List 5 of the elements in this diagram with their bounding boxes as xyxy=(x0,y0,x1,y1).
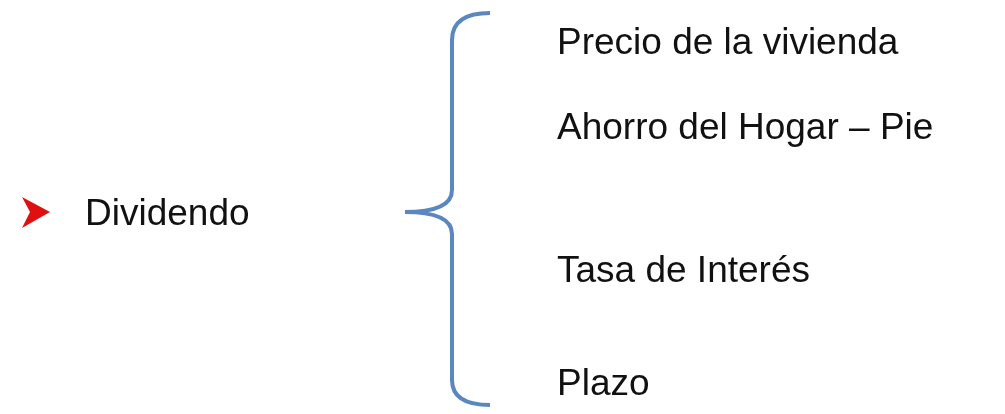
factor-label: Tasa de Interés xyxy=(557,248,810,292)
term-label: Dividendo xyxy=(85,191,250,235)
factor-label: Precio de la vivienda xyxy=(557,20,899,64)
factor-label: Ahorro del Hogar – Pie xyxy=(557,105,934,149)
factor-label: Plazo xyxy=(557,361,650,405)
